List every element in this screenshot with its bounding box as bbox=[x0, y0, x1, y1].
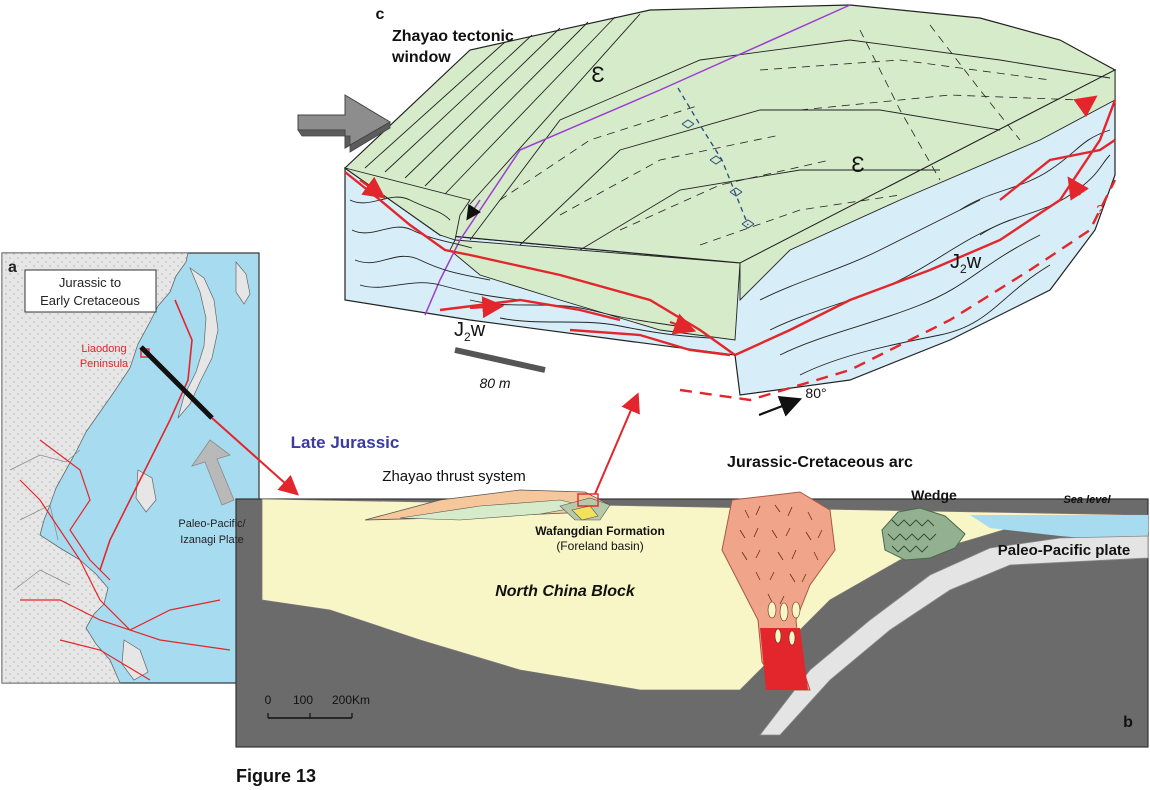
scale-zero-label: 0 bbox=[265, 693, 272, 707]
thrust-system-label: Zhayao thrust system bbox=[382, 468, 525, 485]
late-jurassic-label: Late Jurassic bbox=[291, 433, 400, 452]
scale-100-label: 100 bbox=[293, 693, 313, 707]
liaodong-label-line1: Liaodong bbox=[81, 343, 126, 355]
zhayao-title-line1: Zhayao tectonic bbox=[392, 28, 514, 45]
panel-c-block bbox=[297, 4, 1117, 417]
cambrian-unit-label-1: Ɛ bbox=[591, 62, 604, 87]
arc-label: Jurassic-Cretaceous arc bbox=[727, 454, 913, 471]
direction-80deg-label: 80° bbox=[805, 385, 826, 401]
panel-a-title-line2: Early Cretaceous bbox=[40, 293, 140, 308]
scale-200-label: 200Km bbox=[332, 693, 370, 707]
panel-c-letter: c bbox=[376, 6, 385, 23]
liaodong-label-line2: Peninsula bbox=[80, 358, 129, 370]
panel-b-section bbox=[235, 392, 1149, 748]
wedge-label: Wedge bbox=[911, 487, 957, 503]
scale-80m-label: 80 m bbox=[479, 375, 510, 391]
wafangdian-label-line2: (Foreland basin) bbox=[556, 539, 643, 553]
panel-a-letter: a bbox=[8, 259, 17, 276]
paleo-pacific-label-line1: Paleo-Pacific/ bbox=[178, 518, 246, 530]
wafangdian-label-line1: Wafangdian Formation bbox=[535, 524, 665, 538]
paleo-pacific-label-line2: Izanagi Plate bbox=[180, 534, 244, 546]
cambrian-unit-label-2: Ɛ bbox=[851, 152, 864, 177]
figure-caption: Figure 13 bbox=[236, 766, 316, 786]
j2w-label-right: J2w bbox=[950, 251, 982, 276]
panel-a-map bbox=[1, 252, 299, 684]
paleo-pacific-plate-label: Paleo-Pacific plate bbox=[998, 542, 1131, 559]
zhayao-title-line2: window bbox=[391, 49, 451, 66]
north-china-block-label: North China Block bbox=[495, 583, 636, 600]
panel-b-letter: b bbox=[1123, 714, 1133, 731]
sea-level-label: Sea level bbox=[1063, 494, 1111, 506]
j2w-label-left: J2w bbox=[454, 319, 486, 344]
question-mark-label: ? bbox=[1096, 202, 1103, 217]
panel-a-title-line1: Jurassic to bbox=[59, 275, 121, 290]
